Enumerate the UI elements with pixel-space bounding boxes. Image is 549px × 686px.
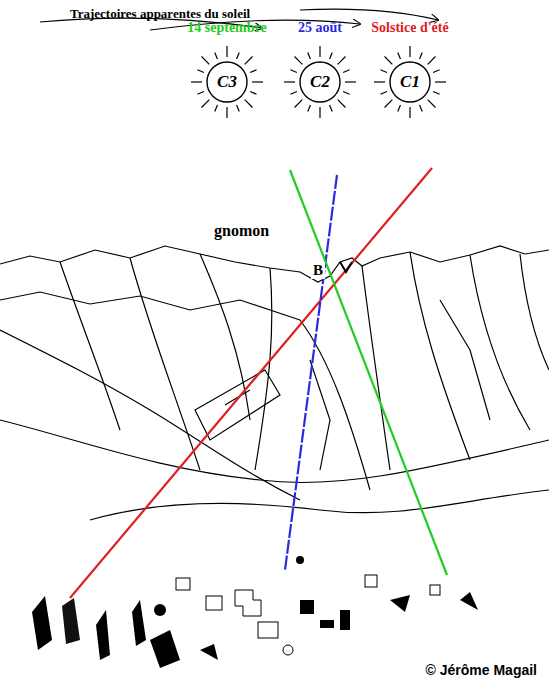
sun-name: C3 [217,72,237,92]
title-label: Trajectoires apparentes du soleil [70,6,250,22]
copyright-note: © Jérôme Magail [424,662,539,678]
sun-name: C1 [400,72,420,92]
petroglyph-figures [32,556,478,668]
date-heading: 14 septembre [172,20,282,36]
gnomon-label: gnomon [214,222,269,240]
sight-lines [70,168,447,598]
sun-symbol: 14 septembreC3 [172,24,282,128]
date-heading: 25 août [265,20,375,36]
point-label: B [311,262,325,279]
sun-symbol: 25 aoûtC2 [265,24,375,128]
date-heading: Solstice d'été [355,20,465,36]
gnomon-rock [340,262,352,272]
cliff-drawing [0,246,549,520]
sun-name: C2 [310,72,330,92]
sun-symbol: Solstice d'étéC1 [355,24,465,128]
